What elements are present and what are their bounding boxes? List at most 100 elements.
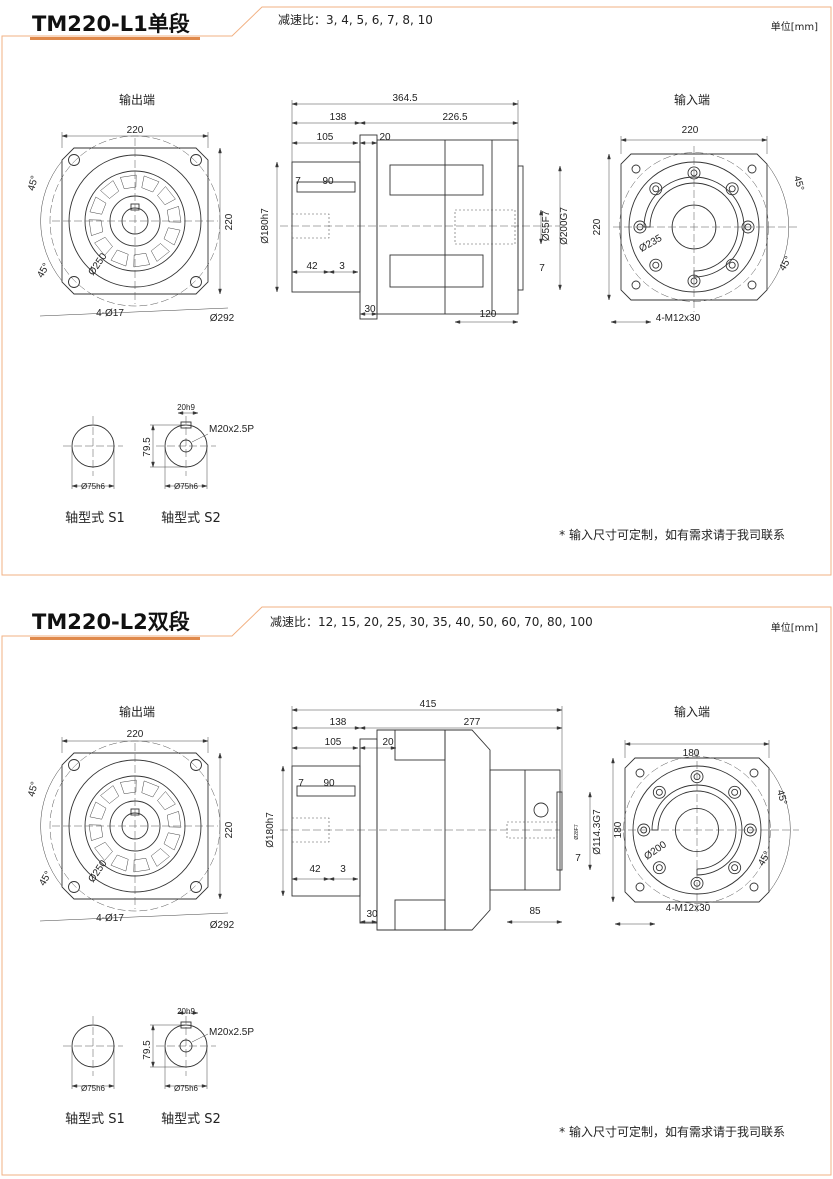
shaft-s2: 20h9 M20x2.5P 79.5 Ø75h6 轴型式 S2 — [142, 403, 254, 526]
dim-angle-top: 45° — [791, 175, 806, 192]
arrow-icon — [539, 209, 543, 245]
dim-holes: 4-Ø17 — [96, 913, 124, 924]
dim-holes: 4-Ø17 — [96, 308, 124, 319]
flange — [359, 738, 378, 924]
rib — [88, 219, 104, 236]
dim-height: 220 — [224, 213, 235, 230]
arrow-icon — [359, 141, 378, 145]
view-heading: 输出端 — [119, 92, 155, 107]
shaft-s1: Ø75h6 轴型式 S1 — [65, 1084, 125, 1127]
dim-width: 180 — [683, 748, 700, 759]
flange — [359, 134, 378, 320]
dim-input-bore: Ø55F7 — [541, 210, 552, 241]
dim-step: 3 — [339, 261, 345, 272]
slot — [389, 164, 484, 196]
input-bore — [454, 209, 516, 245]
section-title: TM220-L2双段 — [32, 610, 190, 634]
rib — [163, 832, 181, 851]
arrow-icon — [275, 161, 279, 293]
rib — [157, 186, 176, 206]
output-end-view: 输出端 220 220 45° 45° Ø250 4-Ø17 Ø292 — [26, 704, 235, 931]
mounting-hole — [190, 881, 202, 893]
rib — [163, 227, 181, 246]
bolt-hole — [687, 166, 701, 180]
dim-key-height: 79.5 — [142, 1040, 153, 1060]
dim-angle-top: 45° — [26, 175, 41, 192]
arrow-icon — [328, 270, 359, 274]
shaft-end-drawing — [63, 416, 123, 489]
mounting-hole — [68, 154, 80, 166]
dim-pcd: Ø250 — [86, 251, 109, 278]
section-l2: TM220-L2双段 减速比：12, 15, 20, 25, 30, 35, 4… — [26, 610, 818, 1139]
arrow-icon — [291, 102, 519, 106]
dim-shaft: 105 — [317, 132, 334, 143]
dim-angle-top: 45° — [26, 781, 41, 798]
shaft-s2: 20h9 M20x2.5P 79.5 Ø75h6 轴型式 S2 — [142, 1007, 254, 1127]
rib — [120, 174, 137, 190]
input-pilot — [517, 165, 524, 291]
arrow-icon — [506, 920, 563, 924]
flange-outline — [61, 147, 209, 295]
bolt-hole — [649, 258, 663, 272]
output-flange-drawing — [39, 132, 229, 317]
bolt-hole-inner — [731, 864, 739, 872]
arrow-icon — [624, 742, 770, 746]
mounting-hole — [190, 276, 202, 288]
dim-flange-thk: 30 — [364, 304, 376, 315]
rib — [100, 785, 120, 804]
mounting-hole — [68, 881, 80, 893]
housing — [376, 139, 519, 315]
dim-outer: Ø292 — [210, 313, 235, 324]
side-view: 364.5 138 226.5 105 20 7 90 Ø180h7 42 3 … — [260, 93, 570, 320]
bolt-hole — [728, 861, 742, 875]
dim-width: 220 — [682, 125, 699, 136]
rib — [157, 791, 176, 811]
arrow-icon — [588, 791, 592, 871]
angle-arc — [766, 163, 789, 291]
dim-key-length: 90 — [322, 176, 334, 187]
bolt-hole — [690, 770, 704, 784]
dim-input-bore: Ø28F7 — [574, 824, 580, 840]
section-frame — [1, 6, 832, 576]
slot — [389, 254, 484, 288]
view-heading: 输出端 — [119, 704, 155, 719]
rib — [88, 824, 104, 841]
arrow-icon — [151, 1024, 155, 1068]
arrow-icon — [328, 877, 359, 881]
arrow-icon — [291, 708, 563, 712]
section-frame — [1, 606, 832, 1176]
rib — [150, 243, 170, 262]
output-flange-drawing — [39, 737, 229, 922]
arrow-icon — [61, 134, 209, 138]
reduction-ratios: 减速比：12, 15, 20, 25, 30, 35, 40, 50, 60, … — [270, 615, 593, 629]
arrow-icon — [177, 1011, 199, 1015]
angle-arc — [768, 767, 791, 893]
dim-input-step: 7 — [539, 263, 545, 274]
shaft-end-drawing — [63, 1016, 123, 1089]
leader — [39, 307, 229, 317]
slot — [394, 899, 446, 931]
dim-tap-depth: 42 — [309, 864, 321, 875]
arrow-icon — [291, 270, 330, 274]
shaft-caption: 轴型式 S2 — [161, 1112, 221, 1127]
rib — [141, 175, 160, 193]
tapped-hole — [635, 768, 645, 778]
drawing-geometry — [1, 6, 832, 1176]
rib — [150, 848, 170, 867]
arrow-icon — [177, 411, 199, 415]
arrow-icon — [620, 138, 768, 142]
arrow-icon — [291, 746, 359, 750]
arrow-icon — [610, 320, 652, 324]
dim-height: 220 — [224, 821, 235, 838]
dim-key-width: 20h9 — [177, 403, 195, 412]
arrow-icon — [218, 147, 222, 295]
dim-front: 138 — [330, 717, 347, 728]
dim-angle-bottom: 45° — [37, 869, 54, 888]
unit-label: 单位[mm] — [771, 621, 818, 634]
dim-total: 415 — [420, 699, 437, 710]
dim-rear: 226.5 — [442, 112, 467, 123]
rib — [133, 252, 150, 268]
mounting-hole — [68, 759, 80, 771]
tapped-hole — [747, 280, 757, 290]
